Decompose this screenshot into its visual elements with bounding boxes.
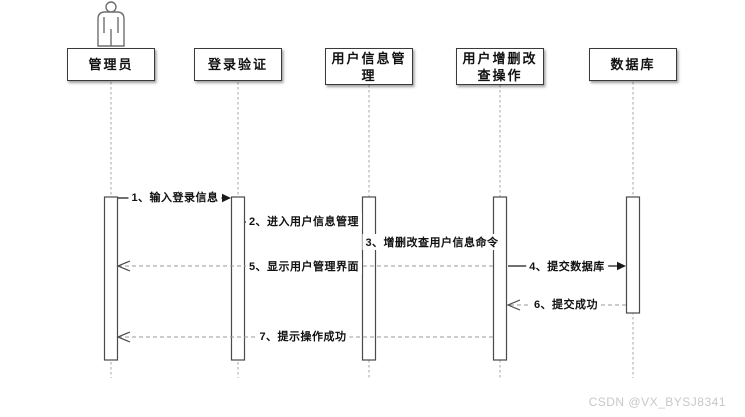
- participant-box-user-info: 用户信息管理: [325, 48, 413, 85]
- arrowhead-4: [617, 261, 626, 271]
- watermark: CSDN @VX_BYSJ8341: [588, 395, 726, 409]
- activation-bar-user-info: [361, 196, 377, 361]
- message-label-2: 2、进入用户信息管理: [245, 213, 363, 229]
- participant-box-crud: 用户增删改查操作: [456, 48, 544, 85]
- message-label-4: 4、提交数据库: [526, 258, 608, 274]
- message-label-7: 7、提示操作成功: [256, 328, 350, 344]
- activation-bar-crud: [492, 196, 508, 361]
- arrowhead-1: [222, 193, 231, 203]
- message-label-6: 6、提交成功: [530, 296, 602, 312]
- actor-icon: [97, 1, 125, 47]
- arrowhead-7: [116, 331, 131, 343]
- activation-bar-database: [625, 196, 641, 314]
- participant-box-login-check: 登录验证: [194, 48, 282, 81]
- activation-bar-admin: [103, 196, 119, 361]
- participant-box-admin: 管理员: [67, 48, 155, 81]
- arrowhead-5: [116, 260, 131, 272]
- message-label-5: 5、显示用户管理界面: [245, 258, 363, 274]
- message-label-3: 3、增删改查用户信息命令: [362, 234, 502, 250]
- arrowhead-6: [506, 299, 521, 311]
- message-label-1: 1、输入登录信息: [128, 189, 222, 205]
- activation-bar-login-check: [230, 196, 246, 361]
- participant-box-database: 数据库: [589, 48, 677, 81]
